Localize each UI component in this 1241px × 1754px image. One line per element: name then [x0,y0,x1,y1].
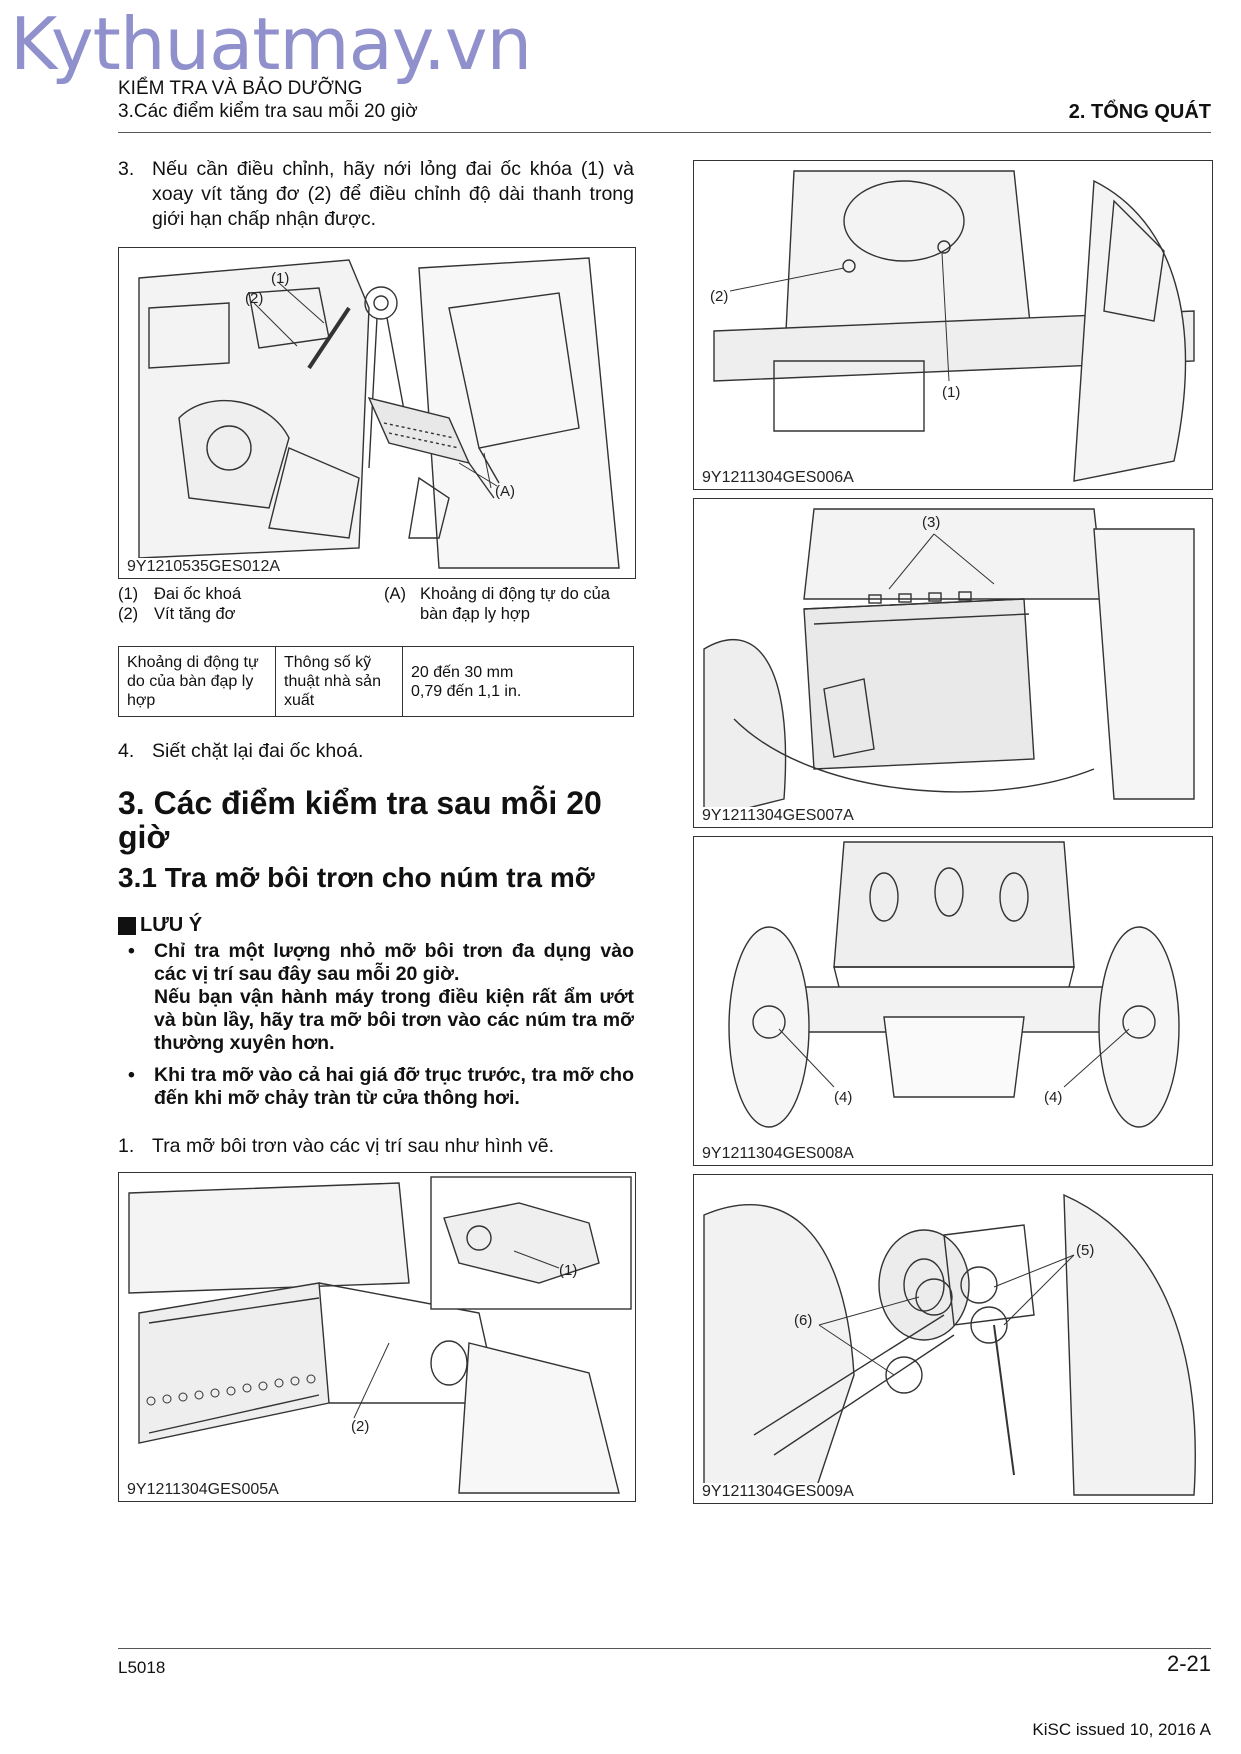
step-1-number: 1. [118,1135,135,1157]
callout-2: (2) [710,288,728,305]
note-square-icon [118,916,136,935]
legend-right: (A) Khoảng di động tự do của bàn đạp ly … [384,584,634,624]
figure-id: 9Y1210535GES012A [125,558,283,576]
watermark-logo: Kythuatmay.vn [10,2,532,86]
figure-grease-006: (2) (1) 9Y1211304GES006A [693,160,1213,490]
footer-page-number: 2-21 [1166,1651,1211,1676]
footer-issued: KiSC issued 10, 2016 A [1032,1720,1211,1739]
figure-clutch-pedal: (1) (2) (A) 9Y1210535GES012A [118,247,636,579]
step-4: 4. Siết chặt lại đai ốc khoá. [118,739,634,764]
legend-num-A: (A) [384,585,406,603]
callout-4-right: (4) [1044,1089,1062,1106]
header-chapter: KIỂM TRA VÀ BẢO DƯỠNG [118,78,363,99]
callout-2: (2) [351,1418,369,1435]
note-heading: LƯU Ý [118,914,202,937]
callout-1: (1) [559,1262,577,1279]
spec-table: Khoảng di động tự do của bàn đạp ly hợp … [118,646,634,717]
figure-id: 9Y1211304GES005A [125,1481,281,1499]
header-rule [118,132,1211,133]
header-section-path: 3.Các điểm kiểm tra sau mỗi 20 giờ [118,101,418,122]
figure-id: 9Y1211304GES006A [700,469,856,487]
spec-value: 20 đến 30 mm 0,79 đến 1,1 in. [402,646,634,717]
figure-id: 9Y1211304GES008A [700,1145,856,1163]
callout-4-left: (4) [834,1089,852,1106]
figure-grease-008: (4) (4) 9Y1211304GES008A [693,836,1213,1166]
callout-1: (1) [271,270,289,287]
note-bullet-2-text: Khi tra mỡ vào cả hai giá đỡ trục trước,… [154,1064,634,1109]
legend-num-2: (2) [118,605,139,623]
step-3-number: 3. [118,158,135,180]
note-bullet-1: • Chỉ tra một lượng nhỏ mỡ bôi trơn đa d… [128,940,634,1054]
step-4-text: Siết chặt lại đai ốc khoá. [152,740,364,762]
footer-model: L5018 [118,1658,166,1677]
spec-value-in: 0,79 đến 1,1 in. [411,682,522,700]
figure-id: 9Y1211304GES009A [700,1483,856,1501]
callout-6: (6) [794,1312,812,1329]
legend-left: (1) Đai ốc khoá (2) Vít tăng đơ [118,584,338,624]
step-3-text: Nếu cần điều chỉnh, hãy nới lỏng đai ốc … [152,158,634,230]
spec-value-mm: 20 đến 30 mm [411,663,514,681]
figure-front-axle-grease: (1) (2) 9Y1211304GES005A [118,1172,636,1502]
note-bullet-2: • Khi tra mỡ vào cả hai giá đỡ trục trướ… [128,1064,634,1109]
note-title: LƯU Ý [140,914,203,936]
step-4-number: 4. [118,740,135,762]
note-bullet-1-text-b: Nếu bạn vận hành máy trong điều kiện rất… [154,986,634,1054]
legend-text-2: Vít tăng đơ [154,605,236,623]
callout-1: (1) [942,384,960,401]
callout-3: (3) [922,514,940,531]
figure-grease-009: (5) (6) 9Y1211304GES009A [693,1174,1213,1504]
header-section-title: 2. TỔNG QUÁT [1068,101,1211,123]
note-bullet-1-text-a: Chỉ tra một lượng nhỏ mỡ bôi trơn đa dụn… [154,940,634,985]
callout-5: (5) [1076,1242,1094,1259]
figure-grease-007: (3) 9Y1211304GES007A [693,498,1213,828]
section-title: 3. Các điểm kiểm tra sau mỗi 20 giờ [118,785,602,855]
callout-A: (A) [495,483,515,500]
legend-text-A: Khoảng di động tự do của bàn đạp ly hợp [420,585,610,623]
spec-label: Thông số kỹ thuật nhà sản xuất [275,646,403,717]
spec-item: Khoảng di động tự do của bàn đạp ly hợp [118,646,276,717]
step-1-text: Tra mỡ bôi trơn vào các vị trí sau như h… [152,1135,555,1157]
legend-text-1: Đai ốc khoá [154,585,242,603]
subsection-title: 3.1 Tra mỡ bôi trơn cho núm tra mỡ [118,862,595,893]
callout-2: (2) [245,290,263,307]
legend-num-1: (1) [118,585,139,603]
step-1: 1. Tra mỡ bôi trơn vào các vị trí sau nh… [118,1134,634,1159]
step-3: 3. Nếu cần điều chỉnh, hãy nới lỏng đai … [118,157,634,232]
footer-rule [118,1648,1211,1649]
figure-id: 9Y1211304GES007A [700,807,856,825]
